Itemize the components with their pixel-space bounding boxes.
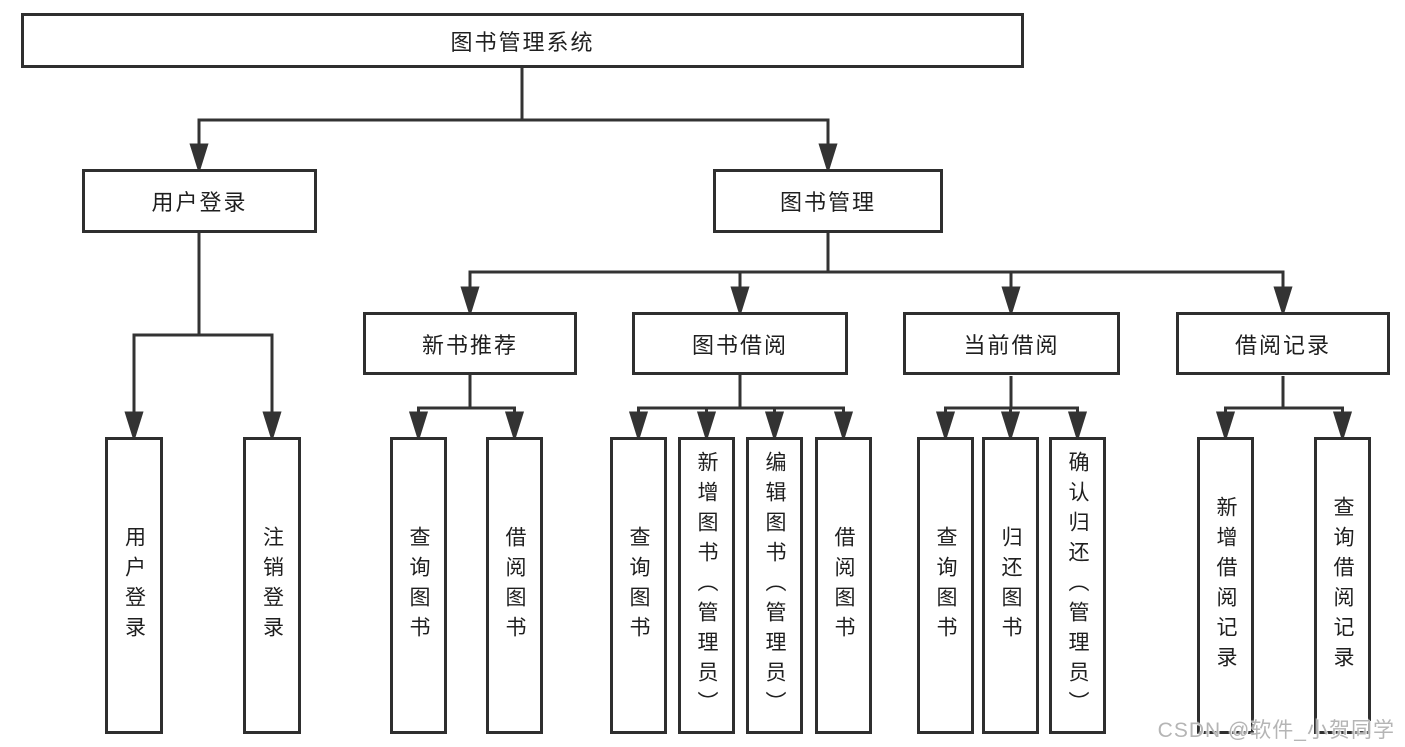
leaf-add-book-admin: 新增图书（管理员） [678, 437, 735, 734]
node-book-management: 图书管理 [713, 169, 943, 233]
leaf-query-books-recommend: 查询图书 [390, 437, 447, 734]
leaf-logout-label: 注销登录 [260, 525, 284, 646]
leaf-logout: 注销登录 [243, 437, 301, 734]
node-new-book-recommend: 新书推荐 [363, 312, 577, 375]
node-current-borrow: 当前借阅 [903, 312, 1120, 375]
leaf-return-books: 归还图书 [982, 437, 1039, 734]
leaf-edit-book-admin: 编辑图书（管理员） [746, 437, 803, 734]
leaf-add-borrow-record-label: 新增借阅记录 [1214, 495, 1237, 676]
leaf-confirm-return-admin: 确认归还（管理员） [1049, 437, 1106, 734]
node-borrow-records-label: 借阅记录 [1234, 332, 1331, 358]
leaf-borrow-books-recommend: 借阅图书 [486, 437, 543, 734]
node-current-borrow-label: 当前借阅 [963, 332, 1060, 358]
leaf-return-books-label: 归还图书 [999, 525, 1022, 646]
node-book-management-label: 图书管理 [779, 190, 876, 215]
node-root-label: 图书管理系统 [450, 29, 595, 55]
leaf-query-books-borrow: 查询图书 [610, 437, 667, 734]
node-new-book-recommend-label: 新书推荐 [421, 332, 518, 358]
leaf-query-books-current: 查询图书 [917, 437, 974, 734]
leaf-borrow-books-label: 借阅图书 [832, 525, 855, 646]
node-root: 图书管理系统 [21, 13, 1024, 68]
leaf-user-login-label: 用户登录 [122, 525, 146, 646]
leaf-query-borrow-record-label: 查询借阅记录 [1331, 495, 1354, 676]
csdn-watermark: CSDN @软件_小贺同学 [1157, 719, 1395, 742]
leaf-query-books-borrow-label: 查询图书 [627, 525, 650, 646]
leaf-query-books-recommend-label: 查询图书 [407, 525, 430, 646]
leaf-add-borrow-record: 新增借阅记录 [1197, 437, 1254, 734]
leaf-user-login: 用户登录 [105, 437, 163, 734]
leaf-borrow-books-recommend-label: 借阅图书 [503, 525, 526, 646]
node-book-borrow: 图书借阅 [632, 312, 848, 375]
leaf-edit-book-admin-label: 编辑图书（管理员） [763, 450, 786, 721]
node-user-login-label: 用户登录 [151, 190, 248, 215]
node-borrow-records: 借阅记录 [1176, 312, 1390, 375]
leaf-borrow-books: 借阅图书 [815, 437, 872, 734]
leaf-query-borrow-record: 查询借阅记录 [1314, 437, 1371, 734]
node-book-borrow-label: 图书借阅 [691, 332, 788, 358]
leaf-add-book-admin-label: 新增图书（管理员） [695, 450, 718, 721]
leaf-confirm-return-admin-label: 确认归还（管理员） [1066, 450, 1089, 721]
leaf-query-books-current-label: 查询图书 [934, 525, 957, 646]
node-user-login: 用户登录 [82, 169, 317, 233]
